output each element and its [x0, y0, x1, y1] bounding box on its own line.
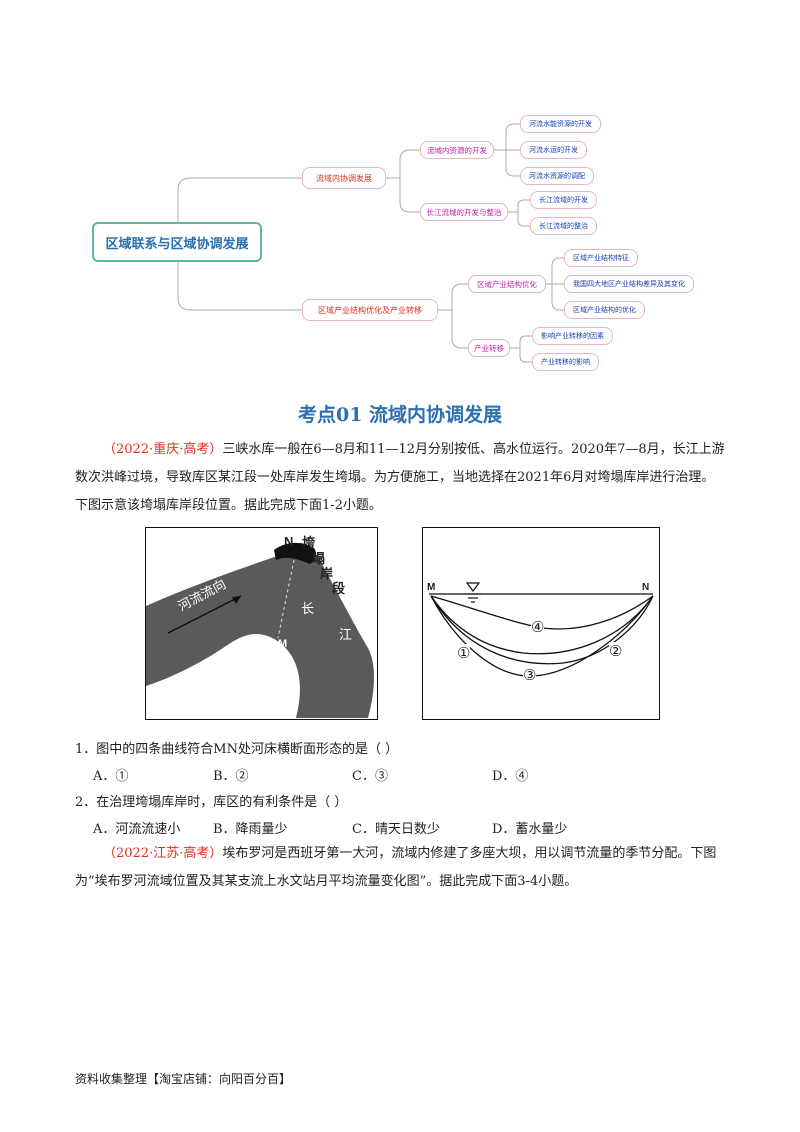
q1-option-d[interactable]: D．④ — [492, 769, 529, 784]
sub-resource-dev: 流域内资源的开发 — [420, 141, 494, 159]
label-collapse-1: 垮 — [302, 536, 316, 551]
label-collapse-3: 岸 — [320, 567, 334, 582]
question-2-stem: 2．在治理垮塌库岸时，库区的有利条件是（ ） — [75, 795, 348, 810]
passage-2-source: （2022·江苏·高考） — [103, 846, 223, 861]
figure-cross-section: M N ① ② ③ ④ — [422, 527, 660, 720]
branch-watershed: 流域内协调发展 — [302, 167, 386, 189]
question-1-stem: 1．图中的四条曲线符合MN处河床横断面形态的是（ ） — [75, 742, 399, 757]
label-curve-1: ① — [457, 644, 471, 662]
leaf-water-allocation: 河流水资源的调配 — [520, 167, 594, 185]
passage-2: （2022·江苏·高考）埃布罗河是西班牙第一大河，流域内修建了多座大坝，用以调节… — [75, 840, 725, 896]
label-curve-2: ② — [609, 642, 623, 660]
mind-map-connectors — [177, 123, 564, 363]
river-map-svg — [146, 542, 374, 718]
water-level-symbol — [465, 582, 481, 592]
label-n-right: N — [642, 582, 650, 593]
figure-river-map: N M 垮 塌 岸 段 长 江 河流流向 — [145, 527, 378, 720]
leaf-transfer-impact: 产业转移的影响 — [532, 353, 599, 371]
flow-arrow-head — [232, 596, 241, 604]
curve-2 — [430, 595, 654, 665]
label-chang: 长 — [301, 602, 315, 617]
leaf-yangtze-dev: 长江流域的开发 — [530, 191, 597, 209]
mind-map: 区域联系与区域协调发展 流域内协调发展 区域产业结构优化及产业转移 流域内资源的… — [0, 0, 800, 380]
q1-option-c[interactable]: C．③ — [352, 769, 388, 784]
label-collapse-2: 塌 — [312, 552, 326, 567]
label-curve-4: ④ — [531, 618, 545, 636]
passage-1-text: 三峡水库一般在6—8月和11—12月分别按低、高水位运行。2020年7—8月，长… — [75, 442, 725, 513]
label-m: M — [278, 638, 288, 650]
leaf-hydropower: 河流水能资源的开发 — [520, 115, 601, 133]
river-water — [146, 549, 374, 718]
q2-option-d[interactable]: D．蓄水量少 — [492, 822, 568, 837]
sub-transfer: 产业转移 — [468, 339, 510, 357]
branch-industry: 区域产业结构优化及产业转移 — [302, 299, 438, 321]
leaf-navigation: 河流水运的开发 — [520, 141, 587, 159]
q2-option-c[interactable]: C．晴天日数少 — [352, 822, 440, 837]
section-title: 考点01 流域内协调发展 — [297, 404, 503, 426]
label-collapse-4: 段 — [332, 582, 346, 597]
q1-option-b[interactable]: B．② — [213, 769, 249, 784]
mn-section-line — [277, 559, 295, 639]
sub-yangtze: 长江流域的开发与整治 — [420, 203, 508, 221]
curve-1 — [430, 595, 654, 655]
mind-map-root: 区域联系与区域协调发展 — [92, 222, 262, 262]
leaf-four-regions: 我国四大地区产业结构差异及其变化 — [564, 275, 694, 293]
sub-structure: 区域产业结构优化 — [468, 275, 546, 293]
q2-option-a[interactable]: A．河流流速小 — [93, 822, 181, 837]
footer-note: 资料收集整理【淘宝店铺：向阳百分百】 — [75, 1072, 292, 1086]
passage-1-source: （2022·重庆·高考） — [103, 442, 223, 457]
label-m-right: M — [427, 582, 436, 593]
leaf-structure-feature: 区域产业结构特征 — [564, 249, 638, 267]
flow-arrow — [167, 595, 242, 634]
leaf-structure-optimize: 区域产业结构的优化 — [564, 301, 645, 319]
q2-option-b[interactable]: B．降雨量少 — [213, 822, 288, 837]
passage-2-text: 埃布罗河是西班牙第一大河，流域内修建了多座大坝，用以调节流量的季节分配。下图为“… — [75, 846, 717, 889]
collapse-section-mark — [274, 542, 317, 564]
label-jiang: 江 — [339, 628, 353, 643]
passage-1: （2022·重庆·高考）三峡水库一般在6—8月和11—12月分别按低、高水位运行… — [75, 436, 725, 520]
leaf-yangtze-control: 长江流域的整治 — [530, 217, 597, 235]
leaf-transfer-factors: 影响产业转移的因素 — [532, 327, 613, 345]
label-curve-3: ③ — [523, 666, 537, 684]
label-n: N — [284, 534, 294, 549]
q1-option-a[interactable]: A．① — [93, 769, 129, 784]
